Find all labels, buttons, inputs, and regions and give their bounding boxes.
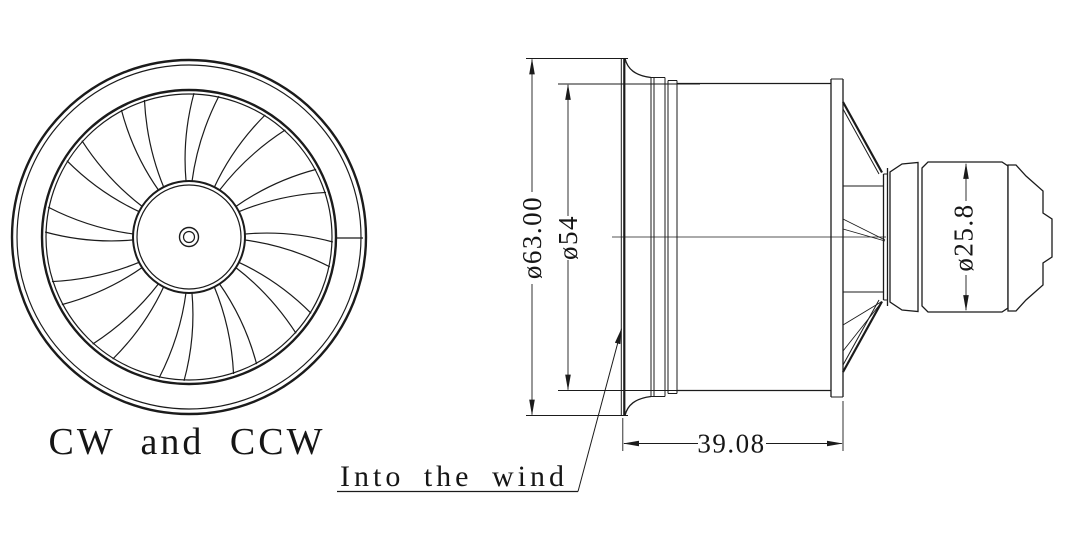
motor-front-bell xyxy=(889,161,919,313)
motor-endcap xyxy=(1007,164,1053,312)
duct-outer-circle xyxy=(10,58,368,416)
into-the-wind-annotation: Into the wind xyxy=(337,328,622,493)
motor-diameter-label: ø25.8 xyxy=(949,203,979,271)
exit-ring xyxy=(830,78,844,398)
fan-hub xyxy=(132,180,246,294)
outer-diameter-label: ø63.00 xyxy=(517,196,547,279)
fan-diameter-label: ø54 xyxy=(553,215,583,260)
dimensions: ø63.00 ø54 ø25.8 39.08 xyxy=(517,58,979,459)
duct-outer-inner-line xyxy=(16,64,362,410)
dimension-fan-diameter: ø54 xyxy=(553,83,700,391)
dimension-motor-diameter: ø25.8 xyxy=(949,162,979,312)
into-the-wind-label: Into the wind xyxy=(340,460,568,493)
stator-cone xyxy=(842,101,886,373)
annotation-leader-arrow xyxy=(577,328,622,492)
fan-shroud-ring xyxy=(40,88,338,386)
fan-front-view xyxy=(10,58,368,416)
duct-side-view xyxy=(612,58,1053,416)
dimension-outer-diameter: ø63.00 xyxy=(517,58,628,416)
duct-body xyxy=(677,82,831,392)
rotation-caption: CW and CCW xyxy=(49,421,326,463)
lip-curve-top xyxy=(624,58,652,79)
length-label: 39.08 xyxy=(697,429,765,459)
lip-curve-bottom xyxy=(624,395,652,416)
fan-hub-inner-line xyxy=(136,184,242,290)
hub-center-hole-inner xyxy=(182,230,196,244)
fan-shroud-inner-line xyxy=(45,93,333,381)
motor-mount-flange xyxy=(882,168,889,306)
dimension-length: 39.08 xyxy=(622,401,844,459)
hub-center-hole xyxy=(178,226,200,248)
